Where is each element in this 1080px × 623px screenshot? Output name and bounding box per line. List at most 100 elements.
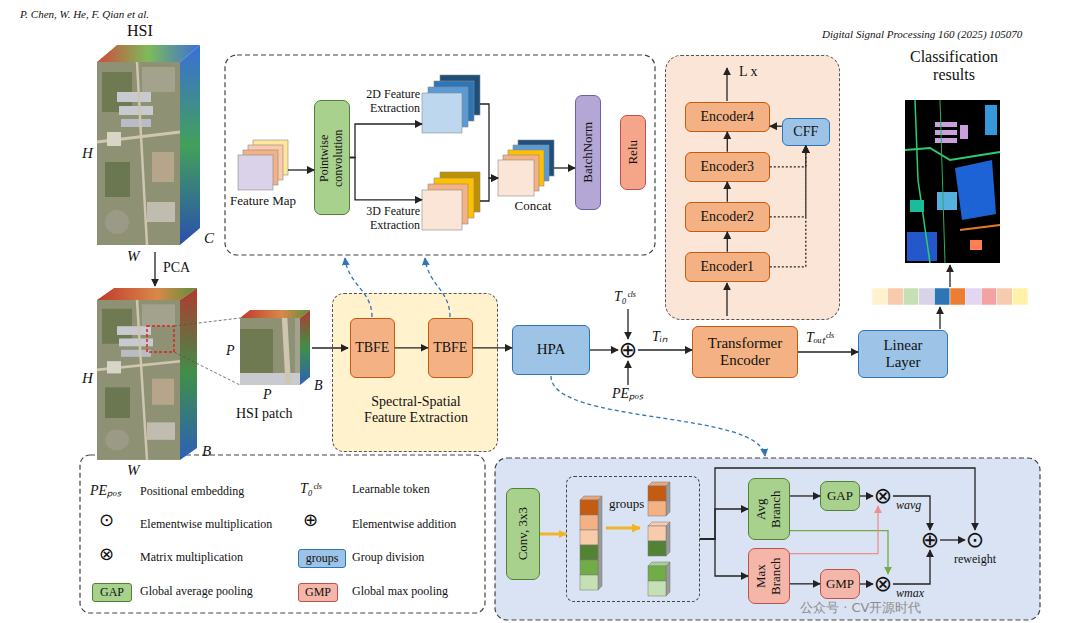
- node-label: BatchNorm: [581, 122, 596, 183]
- classification-map: [905, 100, 1000, 263]
- connector-arrow: [554, 167, 575, 168]
- group-region: groups: [566, 476, 700, 602]
- operator-glyph: ⊙: [966, 529, 984, 551]
- classification-map: [940, 100, 945, 263]
- node-label: Encoder4: [700, 109, 754, 125]
- operator-glyph: ⊗: [874, 573, 892, 595]
- node-label: Linear Layer: [873, 337, 933, 372]
- classification-map: [970, 240, 982, 250]
- connector-arrow: [770, 146, 806, 217]
- text-holder: wavg: [896, 499, 921, 513]
- hsi-patch: [240, 318, 300, 385]
- process-box: GMP: [820, 569, 860, 599]
- process-box: Transformer Encoder: [692, 326, 798, 378]
- classification-map: [915, 100, 930, 263]
- legend-text: Global average pooling: [140, 585, 253, 599]
- encoder-box: Encoder1: [685, 252, 770, 282]
- detail-pointer: [551, 376, 765, 456]
- process-box: BatchNorm: [575, 95, 601, 210]
- node-label: TBFE: [433, 340, 467, 356]
- legend-sample: PEₚₒₛ: [90, 483, 121, 499]
- detail-panel: Encoder4CFFEncoder3Encoder2Encoder1L x: [665, 55, 840, 320]
- detail-pointer: [425, 258, 450, 317]
- node-label: 3D Feature Extraction: [360, 205, 420, 233]
- operator-glyph: ⊕: [921, 529, 939, 551]
- connector-arrow: [893, 496, 930, 530]
- flow-arrow: [627, 309, 628, 339]
- text-holder: ⊙: [965, 530, 985, 550]
- text-holder: ⊕: [303, 510, 318, 531]
- classification-map: [935, 138, 957, 143]
- text-holder: W: [127, 248, 140, 265]
- pca-cube: [147, 326, 174, 352]
- class-token-bar: [1012, 288, 1028, 305]
- connector-arrow: [473, 347, 512, 348]
- group-cubes: [666, 562, 670, 596]
- node-label: Spectral-Spatial Feature Extraction: [356, 394, 476, 426]
- text-holder: GMP: [298, 583, 338, 602]
- flow-arrow: [939, 307, 940, 329]
- pca-cube: [97, 300, 180, 460]
- group-cubes: [648, 566, 666, 581]
- dimension-label: P: [263, 387, 272, 403]
- text-holder: HSI patch: [236, 406, 292, 422]
- dimension-label: P: [226, 343, 235, 359]
- text-holder: Concat: [508, 199, 558, 214]
- text-holder: groups: [609, 497, 644, 512]
- text-holder: Global average pooling: [140, 585, 253, 599]
- process-box: Avg Branch: [748, 478, 790, 540]
- group-cubes: [580, 545, 598, 560]
- node-label: Transformer Encoder: [693, 335, 797, 370]
- connector-arrow: [798, 351, 858, 352]
- connector-arrow: [350, 158, 422, 200]
- classification-map: [935, 130, 957, 135]
- connector-arrow: [940, 539, 965, 540]
- text-holder: ⊗: [99, 544, 114, 565]
- text-holder: Feature Map: [226, 194, 300, 209]
- classification-map: [937, 192, 957, 210]
- text-holder: Elementwise multiplication: [140, 518, 272, 532]
- text-holder: Matrix multiplication: [140, 551, 243, 565]
- feature-stack: [422, 93, 462, 133]
- step-label: PCA: [163, 260, 190, 276]
- operator-glyph: ⊗: [874, 485, 892, 507]
- class-token-bar: [950, 288, 966, 305]
- classification-map: [935, 122, 957, 127]
- connector-arrow: [727, 132, 728, 152]
- module-group: TBFETBFESpectral-Spatial Feature Extract…: [332, 293, 498, 452]
- group-cubes: [648, 526, 666, 541]
- pca-cube: [97, 288, 197, 300]
- dimension-label: B: [202, 443, 211, 460]
- text-holder: H: [82, 145, 93, 162]
- flow-arrow: [312, 347, 348, 348]
- signal-label: Tᵢₙ: [652, 329, 668, 345]
- feature-map-stack: Feature Map: [238, 140, 288, 190]
- text-holder: PEₚₒₛ: [612, 386, 643, 402]
- feature-stack: [422, 190, 462, 230]
- signal-label: Tₒᵤₜᶜˡˢ: [806, 330, 833, 346]
- group-cubes: [598, 496, 602, 590]
- pca-cube: [174, 318, 240, 385]
- group-cubes: [580, 575, 598, 590]
- legend-text: Positional embedding: [140, 485, 244, 499]
- process-box: HPA: [512, 325, 590, 375]
- flow-arrow: [155, 68, 950, 385]
- node-label: 2D Feature Extraction: [360, 88, 420, 116]
- concat-stack: Concat: [498, 140, 554, 196]
- flow-arrow: [726, 68, 727, 101]
- text-holder: groups: [298, 549, 346, 568]
- connector-arrow: [790, 506, 878, 554]
- dimension-label: B: [314, 378, 323, 394]
- legend-sample: ⊗: [99, 544, 114, 565]
- class-token-bar: [966, 288, 982, 305]
- text-holder: T₀ᶜˡˢ: [300, 481, 321, 497]
- node-label: reweight: [947, 553, 1003, 567]
- text-holder: HSI: [127, 22, 153, 40]
- legend-sample: groups: [306, 552, 339, 566]
- text-holder: P: [226, 343, 235, 359]
- text-holder: wmax: [896, 587, 924, 601]
- class-token-bar: [872, 288, 888, 305]
- text-holder: Spectral-Spatial Feature Extraction: [356, 394, 476, 426]
- text-holder: Positional embedding: [140, 485, 244, 499]
